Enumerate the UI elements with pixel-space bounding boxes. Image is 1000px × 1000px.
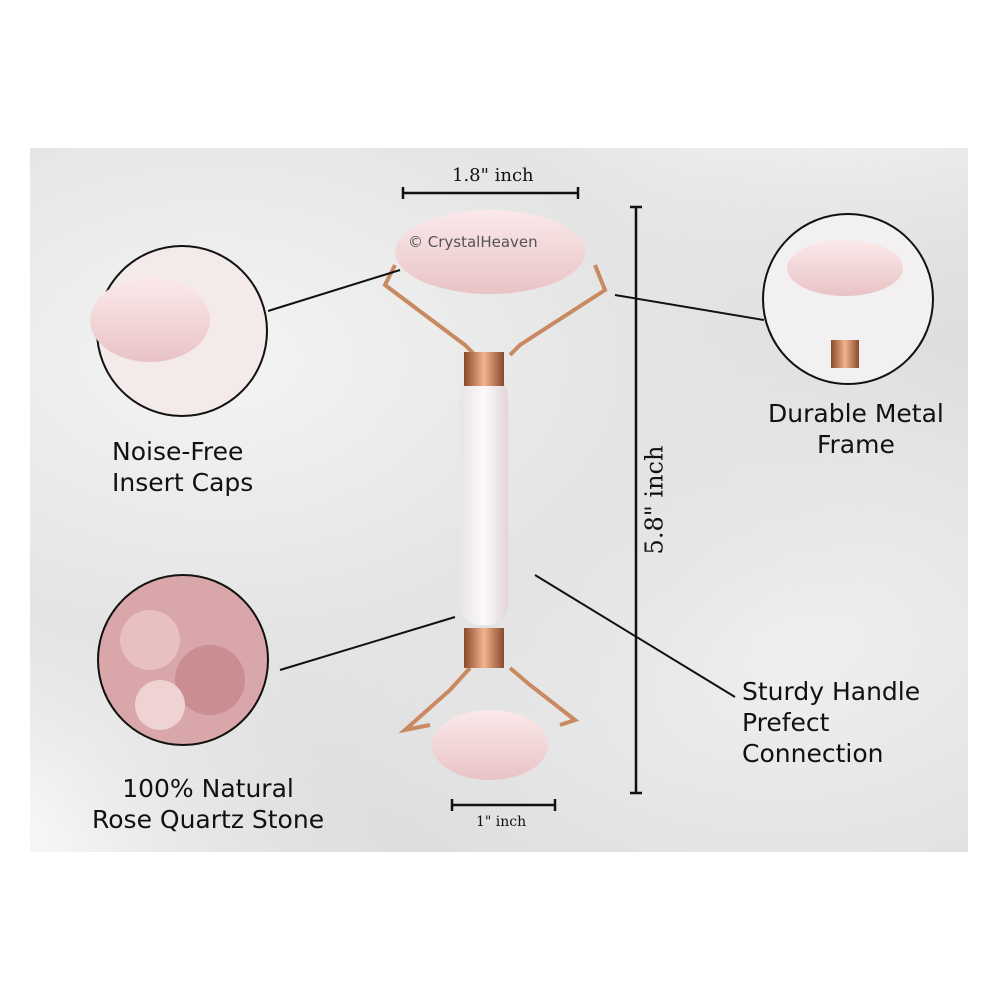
- small-roller: [432, 710, 548, 780]
- dimension-lines: [401, 187, 642, 811]
- bottom-width-label: 1" inch: [476, 814, 527, 830]
- metal-frame: [382, 264, 608, 734]
- watermark: © CrystalHeaven: [408, 233, 538, 251]
- callout-arrows: [267, 269, 765, 698]
- large-roller: [395, 210, 585, 294]
- height-label: 5.8" inch: [640, 445, 669, 555]
- detail-circles: [90, 213, 934, 746]
- top-collar: [464, 352, 504, 386]
- bottom-collar: [464, 628, 504, 668]
- handle: [460, 375, 508, 625]
- top-width-label: 1.8" inch: [452, 165, 534, 186]
